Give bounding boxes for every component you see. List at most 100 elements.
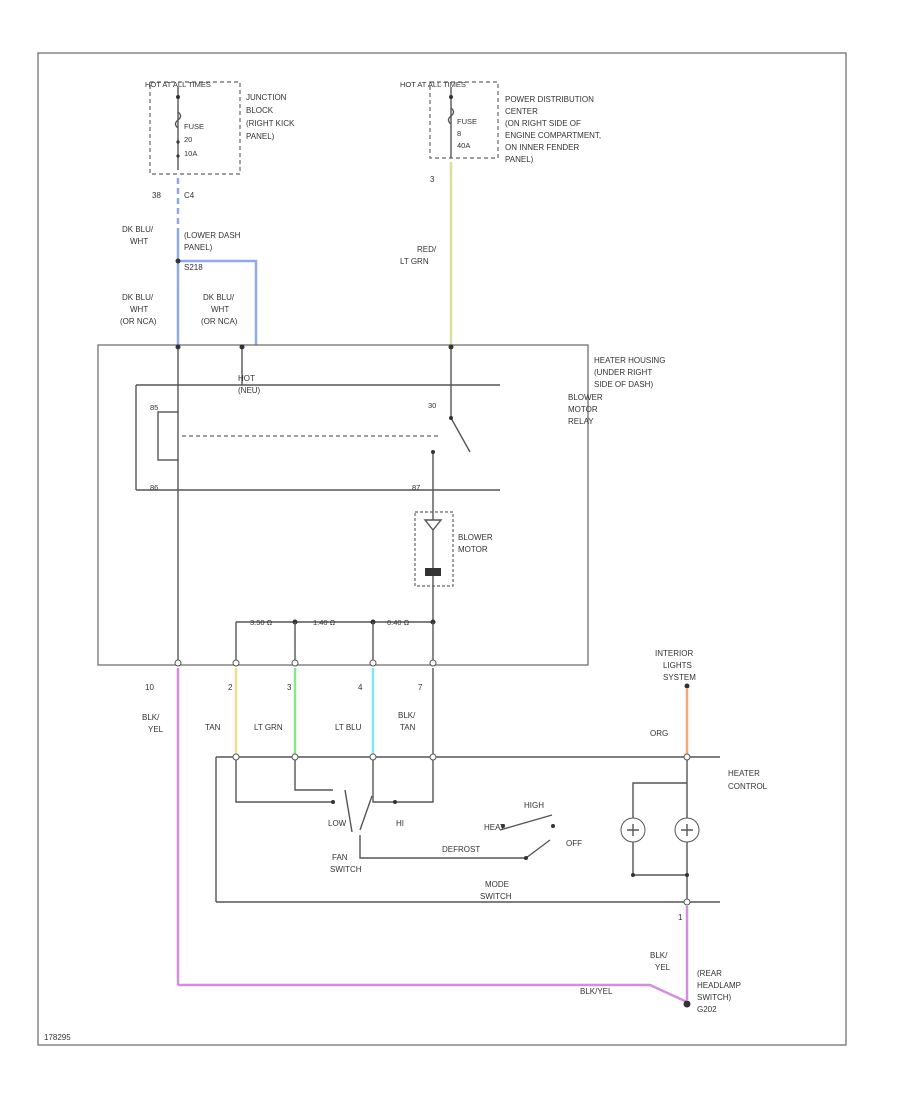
- pdc-desc-1: POWER DISTRIBUTION: [505, 95, 594, 104]
- relay-pin-30: 30: [428, 401, 436, 410]
- wire-label-tan: TAN: [205, 723, 221, 732]
- lower-dash-label-1: (LOWER DASH: [184, 231, 241, 240]
- pin-2: 2: [228, 683, 233, 692]
- wire-label-lt-blu: LT BLU: [335, 723, 362, 732]
- interior-lights-label-2: LIGHTS: [663, 661, 692, 670]
- wire-label-blk-tan-1: BLK/: [398, 711, 416, 720]
- wire-label-dk-blu-left-2: WHT: [130, 305, 148, 314]
- jb-desc-3: (RIGHT KICK: [246, 119, 295, 128]
- splice-label: S218: [184, 263, 203, 272]
- junction-block: HOT AT ALL TIMES FUSE 20 10A JUNCTION BL…: [145, 80, 295, 200]
- junction-block-hot-label: HOT AT ALL TIMES: [145, 80, 211, 89]
- pdc-outline: [429, 81, 499, 159]
- jb-conn: C4: [184, 191, 195, 200]
- heater-housing-label-1: HEATER HOUSING: [594, 356, 665, 365]
- power-distribution-center: HOT AT ALL TIMES FUSE 8 40A POWER DISTRI…: [400, 80, 601, 184]
- wire-label-dk-blu-wht-top-2: WHT: [130, 237, 148, 246]
- pin-1: 1: [678, 913, 683, 922]
- relay-pin-85: 85: [150, 403, 158, 412]
- switch-hi: HI: [396, 819, 404, 828]
- relay-pin-87: 87: [412, 483, 420, 492]
- pdc-fuse-rating: 40A: [457, 141, 470, 150]
- wire-label-blk-tan-2: TAN: [400, 723, 416, 732]
- fuse-icon: [174, 111, 182, 129]
- heater-control-label-1: HEATER: [728, 769, 760, 778]
- pdc-pin: 3: [430, 175, 435, 184]
- fan-switch-icon: [344, 789, 353, 833]
- splice-node: [175, 258, 181, 264]
- mode-switch-icon: [499, 814, 553, 831]
- bottom-splice-label: BLK/YEL: [580, 987, 613, 996]
- relay-label-2: MOTOR: [568, 405, 598, 414]
- pdc-desc-5: ON INNER FENDER: [505, 143, 579, 152]
- pdc-desc-3: (ON RIGHT SIDE OF: [505, 119, 581, 128]
- pin-4: 4: [358, 683, 363, 692]
- figure-id: 178295: [44, 1033, 71, 1042]
- switch-high: HIGH: [524, 801, 544, 810]
- wire-label-hot-2: (NEU): [238, 386, 261, 395]
- jb-fuse-num: 20: [184, 135, 192, 144]
- heater-housing-label-2: (UNDER RIGHT: [594, 368, 652, 377]
- wire-label-dk-blu-right-3: (OR NCA): [201, 317, 238, 326]
- wire-label-dk-blu-right-2: WHT: [211, 305, 229, 314]
- wire-label-blk-yel-2b: YEL: [655, 963, 671, 972]
- rear-headlamp-3: SWITCH): [697, 993, 732, 1002]
- wire-label-blk-yel-2: YEL: [148, 725, 164, 734]
- pdc-desc-6: PANEL): [505, 155, 534, 164]
- relay-switch-icon: [450, 417, 471, 453]
- jb-desc-2: BLOCK: [246, 106, 274, 115]
- pin-10: 10: [145, 683, 154, 692]
- wire-label-dk-blu-left-1: DK BLU/: [122, 293, 154, 302]
- resistor-1-label: 3.50 Ω: [250, 618, 273, 627]
- pin-3: 3: [287, 683, 292, 692]
- fan-switch-label-2: SWITCH: [330, 865, 362, 874]
- rear-headlamp-2: HEADLAMP: [697, 981, 741, 990]
- heater-control-label-2: CONTROL: [728, 782, 768, 791]
- switch-low: LOW: [328, 819, 347, 828]
- relay-pin-86: 86: [150, 483, 158, 492]
- diagram-frame: [37, 52, 847, 1046]
- wire-label-dk-blu-right-1: DK BLU/: [203, 293, 235, 302]
- heater-housing-label-3: SIDE OF DASH): [594, 380, 653, 389]
- rear-headlamp-1: (REAR: [697, 969, 722, 978]
- wire-label-lt-grn: LT GRN: [254, 723, 283, 732]
- mode-switch-label-1: MODE: [485, 880, 509, 889]
- wire-label-blk-yel-2a: BLK/: [650, 951, 668, 960]
- wire-label-blk-yel-1: BLK/: [142, 713, 160, 722]
- interior-lights-label-1: INTERIOR: [655, 649, 693, 658]
- relay-coil-icon: [157, 411, 179, 461]
- switch-off: OFF: [566, 839, 582, 848]
- pdc-fuse-num: 8: [457, 129, 461, 138]
- interior-lights-label-3: SYSTEM: [663, 673, 696, 682]
- blower-motor-icon: [423, 519, 443, 532]
- heater-housing-box: [97, 344, 589, 666]
- pdc-fuse-icon: [447, 107, 455, 125]
- pdc-fuse-label: FUSE: [457, 117, 477, 126]
- rear-headlamp-4: G202: [697, 1005, 717, 1014]
- mode-switch-label-2: SWITCH: [480, 892, 512, 901]
- switch-defrost: DEFROST: [442, 845, 480, 854]
- pdc-desc-2: CENTER: [505, 107, 538, 116]
- jb-pin: 38: [152, 191, 161, 200]
- jb-fuse-label: FUSE: [184, 122, 204, 131]
- lower-dash-label-2: PANEL): [184, 243, 213, 252]
- relay-label-1: BLOWER: [568, 393, 603, 402]
- blower-motor-label-2: MOTOR: [458, 545, 488, 554]
- ground-icon: [683, 1000, 691, 1008]
- wire-label-dk-blu-wht-top-1: DK BLU/: [122, 225, 154, 234]
- wire-label-org: ORG: [650, 729, 668, 738]
- wire-label-red-lt-grn-2: LT GRN: [400, 257, 429, 266]
- fan-switch-label-1: FAN: [332, 853, 348, 862]
- pdc-desc-4: ENGINE COMPARTMENT,: [505, 131, 601, 140]
- pdc-hot-label: HOT AT ALL TIMES: [400, 80, 466, 89]
- blower-motor-label-1: BLOWER: [458, 533, 493, 542]
- wire-label-hot-1: HOT: [238, 374, 255, 383]
- jb-desc-4: PANEL): [246, 132, 275, 141]
- wire-label-dk-blu-left-3: (OR NCA): [120, 317, 157, 326]
- resistor-3-label: 0.40 Ω: [387, 618, 410, 627]
- pin-7: 7: [418, 683, 423, 692]
- resistor-2-label: 1.40 Ω: [313, 618, 336, 627]
- relay-label-3: RELAY: [568, 417, 594, 426]
- jb-fuse-rating: 10A: [184, 149, 197, 158]
